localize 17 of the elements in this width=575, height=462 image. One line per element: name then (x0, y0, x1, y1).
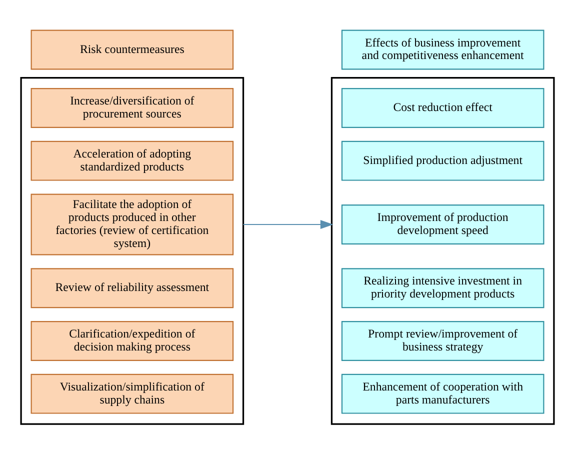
cluster (330, 76, 555, 424)
node-box: Effects of business improvement and competitiveness enhancement (341, 29, 544, 70)
node-box: Clarification/expedition of decision making process (30, 320, 234, 360)
cluster (20, 76, 244, 424)
node-box: Enhancement of cooperation with parts manufacturers (341, 373, 544, 414)
node-box: Risk countermeasures (30, 29, 234, 70)
node-box: Acceleration of adopting standardized products (30, 140, 234, 180)
node-box: Prompt review/improvement of business strategy (341, 320, 544, 360)
node-box: Increase/diversification of procurement sources (30, 88, 234, 128)
node-box: Improvement of production development speed (341, 204, 544, 244)
node-box: Review of reliability assessment (30, 268, 234, 308)
arrow (243, 219, 334, 229)
node-box: Facilitate the adoption of products produced in other factories (review of certification system) (30, 193, 234, 255)
node-box: Realizing intensive investment in priority development products (341, 268, 544, 308)
node-box: Cost reduction effect (341, 88, 544, 128)
node-box: Visualization/simplification of supply chains (30, 373, 234, 414)
node-box: Simplified production adjustment (341, 140, 544, 180)
